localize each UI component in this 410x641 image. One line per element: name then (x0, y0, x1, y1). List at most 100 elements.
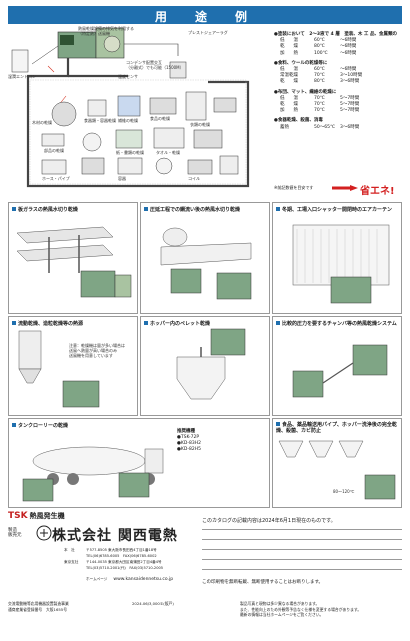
print-code: 2024.06/3,000①(阪戸) (132, 601, 174, 606)
item-label-5: 衣類の乾燥 (190, 122, 210, 127)
pipe-dryer-illustration (278, 440, 396, 500)
panel-title: 圧延工程での鋼流い後の熱風水切り乾燥 (144, 206, 240, 213)
item-label-7: 紙・書類の乾燥 (116, 150, 144, 155)
company-logo-icon (36, 525, 52, 541)
fluid-dryer-illustration (18, 330, 100, 408)
address-value: 〒577-8505 東大阪市長田西4丁目1番18号 (86, 548, 157, 552)
glass-dryer-illustration (16, 226, 132, 298)
air-curtain-illustration (292, 224, 390, 304)
temp-value: 70℃ (314, 95, 325, 101)
maker-label: 製造 販売元 (8, 528, 22, 538)
temp-duration: ～6時間 (340, 44, 357, 50)
registration-line: 交流電動機等応用機器設置製造事業 (8, 601, 69, 606)
reprint-note: この印刷物を無断転載、無断使用することはお断りします。 (202, 580, 324, 585)
chamber-dryer-illustration (292, 344, 388, 398)
condenser-label: コンデンサ配置交互 （分離式）でも可能（1500M） (126, 60, 184, 70)
energy-saving-text: 省エネ! (360, 186, 395, 197)
usage-panel-air-curtain: 冬期、工場入口シャッター開閉時のエアカーテン (272, 202, 402, 314)
item-label-2: 食器類・容器乾燥 (84, 118, 116, 123)
usage-panel-chamber: 比較的圧力を要するチャンバ等の熱風乾燥システム (272, 316, 402, 416)
usage-panel-hopper: ホッパー内のペレット乾燥 (140, 316, 270, 416)
company-name: 株式会社 関西電熱 (52, 528, 178, 544)
usage-panel-glass: 板ガラスの熱風水切り乾燥 (8, 202, 138, 314)
panel-title: タンクローリーの乾燥 (12, 422, 68, 429)
panel-title: 流動乾燥、造粒乾燥等の熱源 (12, 320, 83, 327)
temp-group-2: ●食料、ウールの乾燥等に 低 温 60℃ ～6時間 常温乾燥 70℃ 3～10時間 乾 … (274, 61, 402, 86)
usage-panel-rolling: 圧延工程での鋼流い後の熱風水切り乾燥 (140, 202, 270, 314)
item-label-3: 繊維の乾燥 (118, 118, 138, 123)
address-value: TEL(03)5710-2001(代) FAX(03)5710-2005 (86, 566, 164, 570)
page-title-bar: 用 途 例 (8, 6, 402, 24)
address-label: 本 社 (64, 548, 75, 552)
disclaimer: 製品写真と現物は多少異なる場合があります。 また、性能向上のため外観等予告なく仕… (240, 601, 361, 618)
address-block: 本 社 〒577-8505 東大阪市長田西4丁目1番18号 TEL(06)6785… (64, 547, 163, 571)
temp-group-1: ●塗装において 2～3液で 4 層 塗装、木 工 品、金属類の 低 温 60℃ ～6… (274, 32, 402, 57)
temp-value: 60℃ (314, 67, 325, 73)
registration-line: 通商産業省登録番号 大阪1655号 (8, 606, 68, 612)
panel-title-text: ホッパー内のペレット乾燥 (150, 321, 211, 327)
temp-label: 常温乾燥 (280, 73, 298, 79)
model-item: ●TSK-72P (177, 435, 200, 440)
temp-duration: 5～7時間 (340, 102, 360, 108)
panel-title: ホッパー内のペレット乾燥 (144, 320, 210, 327)
temp-value: 60℃ (314, 38, 325, 44)
prestige-air-label: プレストジェアーラグ (188, 30, 228, 35)
temp-value: 80℃ (314, 79, 325, 85)
homepage[interactable]: ホームページ www.kansaidennetsu.co.jp (86, 577, 173, 582)
temperature-guide: ●塗装において 2～3液で 4 層 塗装、木 工 品、金属類の 低 温 60℃ ～6… (274, 32, 402, 135)
temp-label: 加 熱 (280, 108, 298, 114)
item-label-9: ホース・パイプ (42, 176, 70, 181)
temp-label: 蓄熱 (280, 124, 289, 130)
panel-title-text: タンクローリーの乾燥 (18, 423, 69, 429)
disclaimer-line: また、性能向上のため外観等予告なく仕様を変更する場合があります。 (240, 606, 362, 612)
item-label-6: 部品の乾燥 (44, 148, 64, 153)
rolling-dryer-illustration (160, 227, 252, 300)
usage-overview: 熱風乾燥設備の排気を利用する （特定熱）送風機 プレストジェアーラグ 湿潤エント… (8, 26, 402, 197)
temp-value: 50～65℃ (314, 124, 336, 130)
system-diagram-drawing (11, 27, 250, 188)
homepage-label: ホームページ (86, 577, 108, 581)
temp-label: 低 温 (280, 38, 298, 44)
item-label-4: 食品の乾燥 (150, 116, 170, 121)
temp-duration: ～6時間 (340, 38, 357, 44)
panel-title: 食品、薬品輸送用パイプ、ホッパー洗浄後の完全乾燥、殺菌、カビ防止 (276, 422, 400, 434)
temp-value: 70℃ (314, 102, 325, 108)
address-value: TEL(06)6785-6005 FAX(06)6785-6002 (86, 554, 157, 558)
temp-value: 70℃ (314, 73, 325, 79)
fluid-note: 注意：乾燥機は量が多い場合は 送風ヘ熱量が高い場合のみ 送風機を用意しています (69, 343, 125, 358)
wet-material-label: 湿潤エントロン (8, 74, 36, 79)
panel-title-text: 食品、薬品輸送用パイプ、ホッパー洗浄後の完全乾燥、殺菌、カビ防止 (276, 422, 397, 434)
panel-title-text: 比較的圧力を要するチャンバ等の熱風乾燥システム (282, 321, 397, 327)
item-label-10: 容器 (118, 176, 126, 181)
panel-title: 板ガラスの熱風水切り乾燥 (12, 206, 78, 213)
temp-label: 乾 燥 (280, 79, 298, 85)
usage-panel-fluid: 流動乾燥、造粒乾燥等の熱源 注意：乾燥機は量が多い場合は 送風ヘ熱量が高い場合の… (8, 316, 138, 416)
address-value: 〒144-0035 東京都大田区南蒲田2丁目4番4号 (86, 560, 162, 564)
registration-info: 交流電動機等応用機器設置製造事業 通商産業省登録番号 大阪1655号 (8, 601, 69, 612)
temp-value: 100℃ (314, 50, 328, 56)
temp-label: 乾 燥 (280, 44, 298, 50)
temp-duration: 3～10時間 (340, 73, 363, 79)
panel-title-text: 板ガラスの熱風水切り乾燥 (18, 207, 78, 213)
panel-title: 冬期、工場入口シャッター開閉時のエアカーテン (276, 206, 392, 213)
arrow-right-icon (332, 185, 358, 191)
panel-title: 比較的圧力を要するチャンバ等の熱風乾燥システム (276, 320, 397, 327)
system-diagram: 熱風乾燥設備の排気を利用する （特定熱）送風機 プレストジェアーラグ 湿潤エント… (8, 26, 270, 196)
homepage-url[interactable]: www.kansaidennetsu.co.jp (113, 577, 174, 582)
temp-duration: 5～7時間 (340, 95, 360, 101)
model-item: ●KD-82H5 (177, 447, 201, 452)
temp-duration: ～6時間 (340, 67, 357, 73)
panel-title-text: 流動乾燥、造粒乾燥等の熱源 (18, 321, 84, 327)
temp-group-header: ●食料、ウールの乾燥等に (274, 60, 328, 66)
temp-group-header: ●塗装において 2～3液で 4 層 塗装、木 工 品、金属類の (274, 32, 397, 37)
item-label-11: コイル (188, 176, 200, 181)
brand-sub: 熱風発生機 (29, 512, 65, 520)
item-label-1: 木材の乾燥 (32, 120, 52, 125)
temp-label: 低 温 (280, 95, 298, 101)
divider (202, 569, 402, 570)
recommended-models: 推奨機種 ●TSK-72P ●KD-83H2 ●KD-82H5 (177, 429, 201, 453)
temp-label: 低 温 (280, 67, 298, 73)
energy-saving-callout: ※前記数値を目安です 省エネ! (274, 182, 402, 197)
